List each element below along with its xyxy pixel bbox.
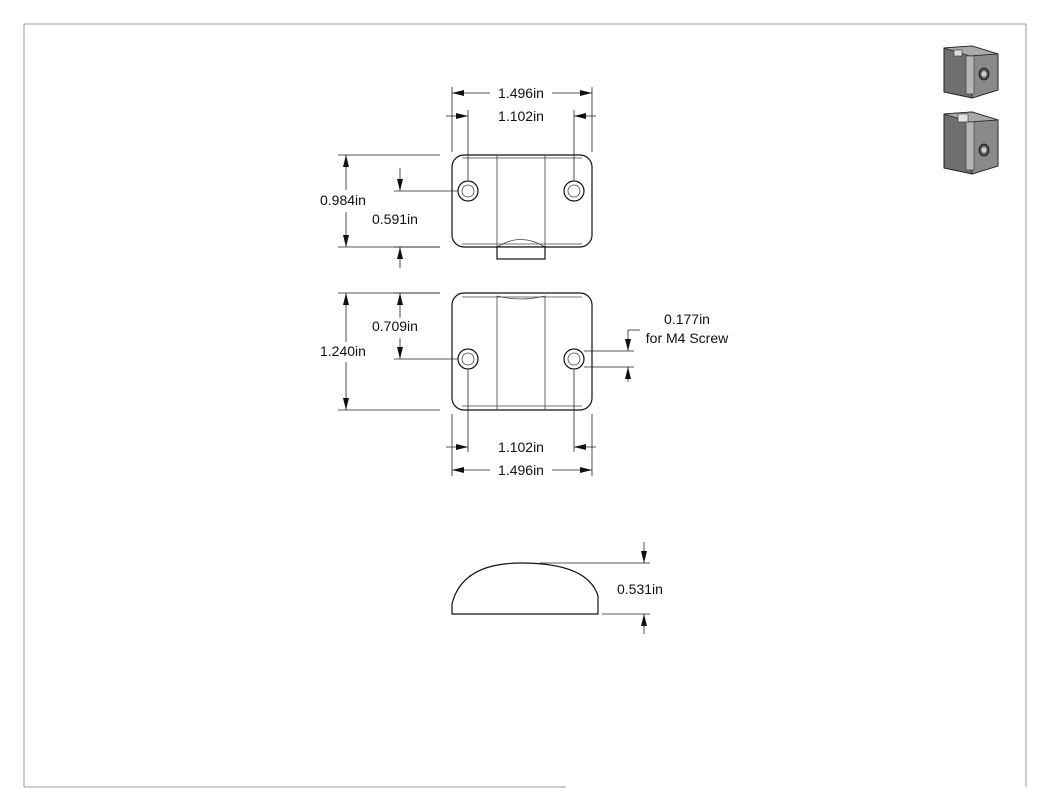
front-height-label: 1.240in [320, 343, 366, 359]
hole-diameter-dimension: 0.177in for M4 Screw [584, 311, 729, 382]
sheet-border [23, 23, 1027, 788]
front-hole-spacing-dimension: 1.102in [446, 370, 596, 455]
side-height-label: 0.531in [617, 581, 663, 597]
hole-note-label: for M4 Screw [646, 330, 729, 346]
front-width-dimension: 1.496in [451, 414, 593, 478]
top-width-label: 1.496in [498, 85, 544, 101]
top-view [451, 154, 593, 260]
front-hole-offset-dimension: 0.709in [372, 292, 458, 360]
top-height-label: 0.984in [320, 192, 366, 208]
hole-diameter-label: 0.177in [664, 311, 710, 327]
side-height-dimension: 0.531in [540, 542, 663, 634]
isometric-part-view-icon [943, 45, 999, 99]
top-hole-offset-label: 0.591in [372, 211, 418, 227]
front-height-dimension: 1.240in [320, 292, 440, 411]
front-view [451, 292, 593, 411]
top-width-dimension: 1.496in [451, 85, 593, 152]
front-hole-offset-label: 0.709in [372, 318, 418, 334]
side-view [451, 562, 599, 615]
top-hole-offset-dimension: 0.591in [372, 168, 458, 268]
front-hole-spacing-label: 1.102in [498, 439, 544, 455]
top-hole-spacing-dimension: 1.102in [446, 108, 596, 180]
top-hole-spacing-label: 1.102in [498, 108, 544, 124]
front-width-label: 1.496in [498, 462, 544, 478]
isometric-part-view-icon [943, 111, 999, 175]
top-height-dimension: 0.984in [320, 154, 440, 248]
